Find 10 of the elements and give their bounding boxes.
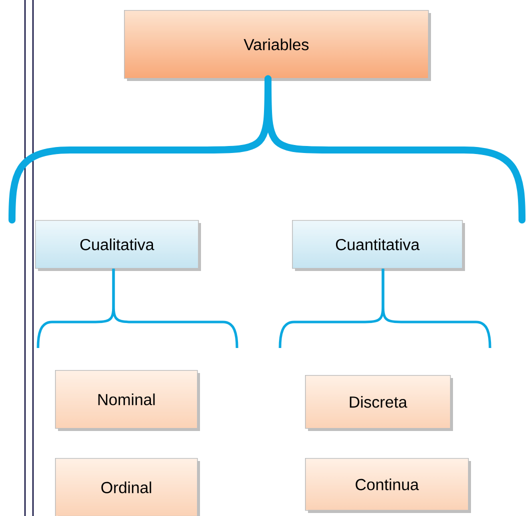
curly-brace	[264, 75, 526, 224]
box: Nominal	[55, 370, 200, 431]
box: Cualitativa	[35, 220, 201, 271]
box: Cuantitativa	[292, 220, 465, 271]
box: Variables	[124, 10, 431, 81]
box: Ordinal	[55, 458, 200, 516]
curly-brace	[112, 268, 238, 348]
curly-brace	[382, 268, 492, 348]
box: Discreta	[305, 374, 453, 431]
box: Continua	[305, 458, 471, 513]
